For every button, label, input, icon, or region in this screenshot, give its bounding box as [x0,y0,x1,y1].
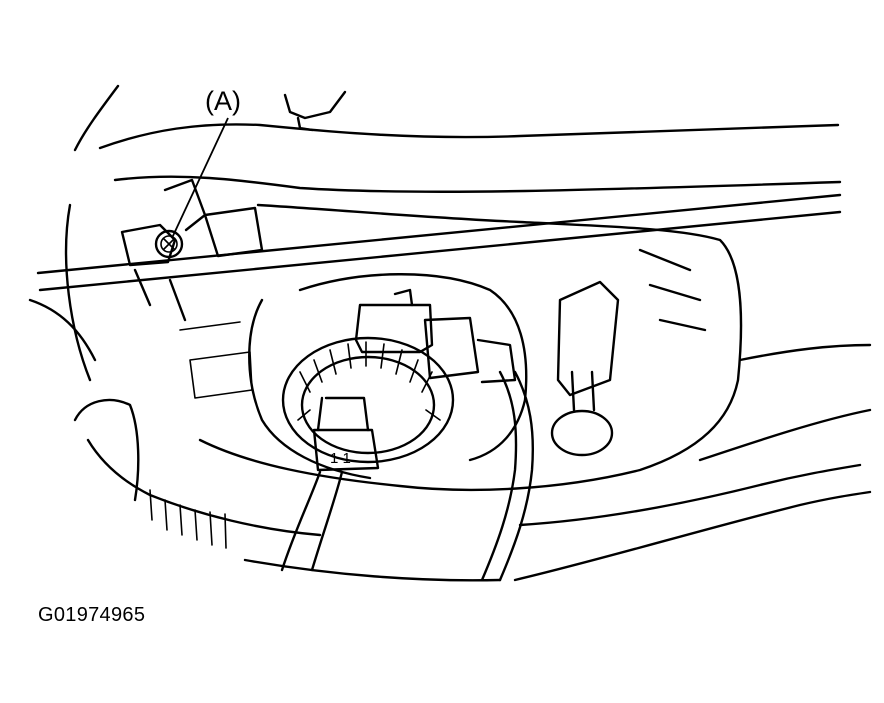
bulb-connector [312,288,517,472]
figure-id: G01974965 [38,604,146,626]
connector-marking: 1 1 [330,450,351,467]
aiming-adjuster [550,248,707,457]
mounting-bracket [120,178,264,322]
bulb-socket [281,336,455,464]
callout-label-a: (A) [205,86,241,116]
hood-bolt [283,90,347,132]
headlight-housing [198,203,743,492]
wire-harness [280,370,535,582]
callout-leader-line [171,117,229,239]
lower-left-panel [73,321,253,549]
vehicle-body-outline [28,84,872,582]
screw-a-icon [154,229,184,259]
support-rod [36,193,842,292]
